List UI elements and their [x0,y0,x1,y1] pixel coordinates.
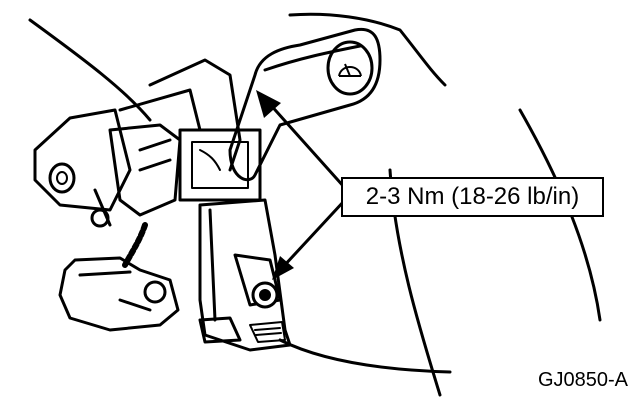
lower-shroud-outline [278,338,452,374]
arrow-to-screw [272,256,294,280]
mounting-bracket-left [33,108,132,228]
lower-connector [58,256,180,332]
column-lock-assembly [198,198,292,352]
upper-housing-outline [288,12,447,87]
steering-column-outline [28,18,152,122]
wiring-harness [122,222,148,268]
torque-spec-callout: 2-3 Nm (18-26 lb/in) [341,177,604,217]
arrow-to-lever [256,90,281,118]
wiper-lever [228,27,382,182]
multifunction-switch-body [108,58,262,217]
wiper-icon [338,63,362,77]
retaining-screw [251,281,279,309]
callout-leaders [266,100,347,270]
figure-id: GJ0850-A [537,369,628,391]
